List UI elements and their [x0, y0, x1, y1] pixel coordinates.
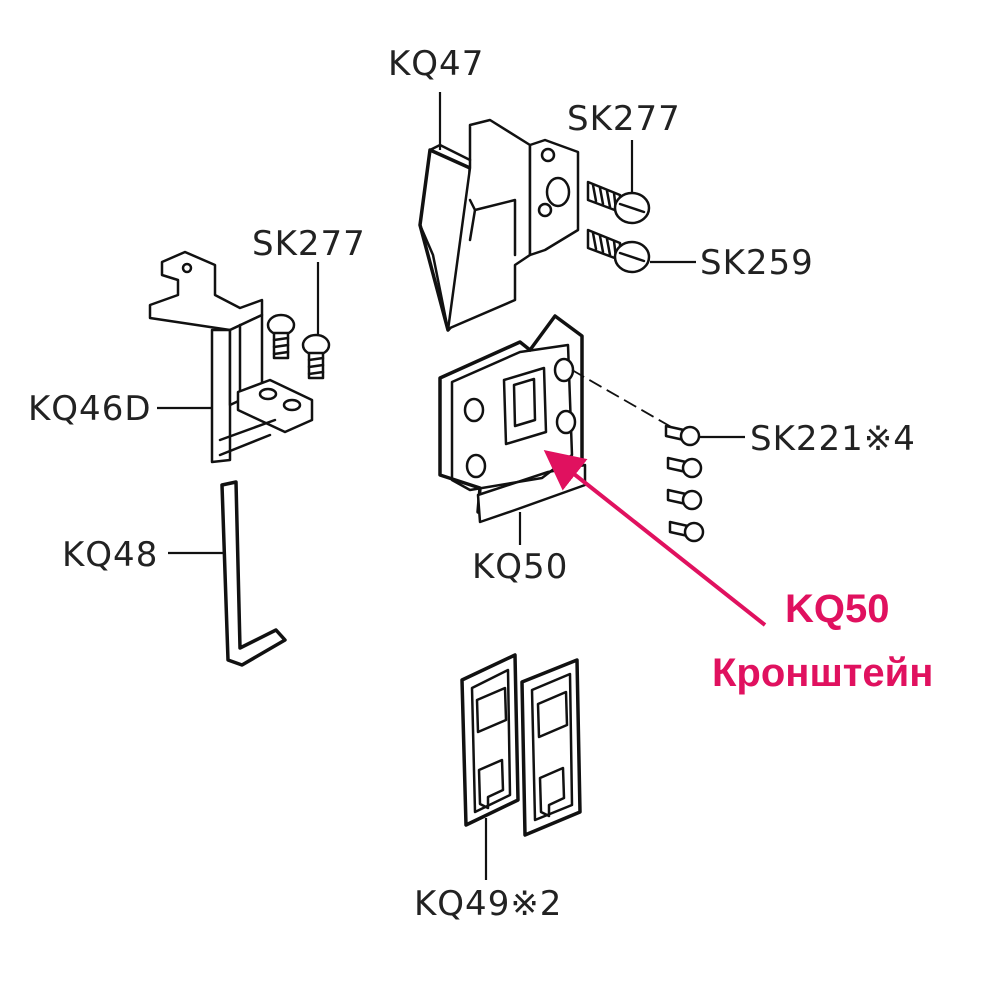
label-sk221: SK221※4 — [750, 419, 916, 459]
label-kq47: KQ47 — [388, 44, 484, 84]
part-kq49-a — [460, 653, 520, 827]
part-kq49-b — [520, 658, 582, 837]
screw-sk221-1 — [664, 424, 701, 447]
part-kq47 — [418, 118, 580, 332]
part-kq50 — [438, 314, 587, 524]
label-kq49: KQ49※2 — [414, 884, 562, 924]
screw-sk277-left-b — [301, 333, 331, 380]
label-kq48: KQ48 — [62, 535, 158, 575]
label-sk277-top: SK277 — [567, 99, 681, 139]
guide-line-sk221 — [571, 369, 681, 433]
screw-sk277-top — [586, 180, 651, 225]
highlight-arrow — [543, 450, 767, 627]
screw-sk259 — [586, 228, 651, 274]
screw-sk221-3 — [666, 488, 703, 511]
label-kq50: KQ50 — [472, 547, 568, 587]
label-kq46d: KQ46D — [28, 389, 152, 429]
screw-sk277-left-a — [266, 313, 296, 360]
label-sk259: SK259 — [700, 243, 814, 283]
part-kq48 — [220, 480, 287, 667]
highlight-code: KQ50 — [785, 587, 890, 631]
highlight-name: Кронштейн — [712, 651, 933, 695]
screw-sk221-2 — [666, 456, 703, 479]
part-kq46d — [148, 250, 314, 464]
label-sk277-left: SK277 — [252, 224, 366, 264]
screw-sk221-4 — [668, 520, 705, 543]
